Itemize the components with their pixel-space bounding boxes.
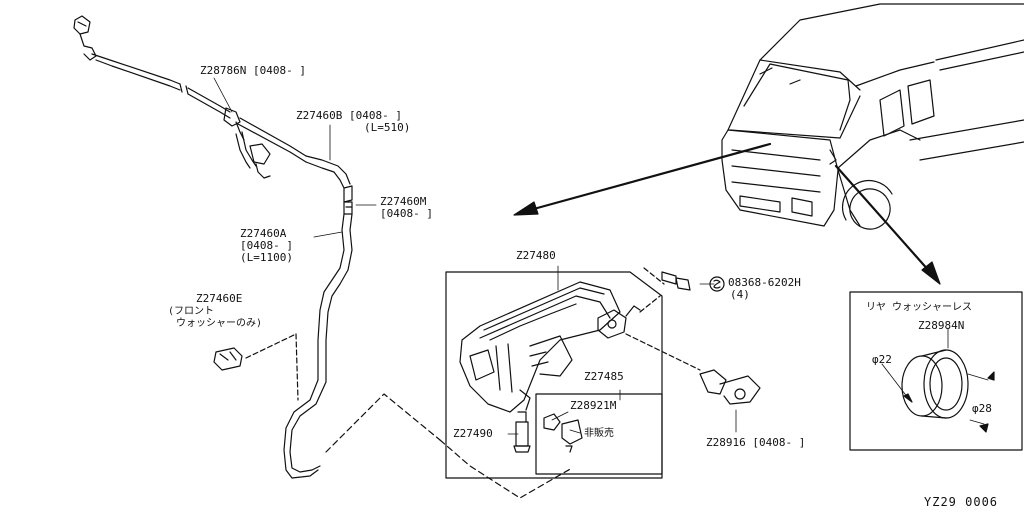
label-not-sold: 非販売 — [584, 428, 614, 439]
label-z27460b: Z27460B [0408- ] — [296, 110, 402, 122]
part-number: Z28786N — [200, 64, 247, 77]
label-z27460b-length: (L=510) — [364, 121, 411, 134]
label-08368-qty: (4) — [730, 288, 750, 301]
label-08368: 08368-6202H — [728, 276, 801, 289]
date-range: [0408- ] — [348, 109, 402, 122]
label-z28921m: Z28921M — [570, 399, 617, 412]
label-z27460e-note2: ウォッシャーのみ) — [176, 318, 263, 329]
front-washer-nozzle — [73, 15, 97, 61]
pointer-arrow-right — [834, 164, 941, 285]
standard-part-circle — [709, 276, 725, 292]
reservoir-group-box — [445, 271, 663, 479]
hose-routing-dash-2 — [439, 439, 573, 499]
washer-tank — [459, 281, 621, 413]
label-rear-washerless: リヤ ウォッシャーレス — [866, 302, 973, 313]
label-z28984n: Z28984N — [918, 319, 965, 332]
joint-z27460m — [343, 201, 353, 215]
rear-washerless-box — [849, 291, 1023, 451]
label-z27460e-note1: (フロント — [168, 306, 215, 317]
label-z27460a: Z27460A — [240, 227, 287, 240]
filter-z27490 — [513, 411, 531, 453]
label-z27480: Z27480 — [516, 249, 556, 262]
date-range: [0408- ] — [252, 64, 306, 77]
pump-subgroup-box — [535, 393, 663, 475]
label-z27490: Z27490 — [453, 427, 493, 440]
cap-z28984n — [881, 327, 995, 433]
hose-z27460a — [283, 213, 353, 479]
tank-mount-bracket — [597, 267, 701, 371]
hose-z28786n — [91, 53, 231, 119]
hose-routing-dash — [325, 393, 441, 453]
label-z28916: Z28916 [0408- ] — [706, 437, 805, 449]
part-number: Z27460B — [296, 109, 343, 122]
label-z27460m-date: [0408- ] — [380, 207, 433, 220]
diagram-code: YZ29 0006 — [924, 495, 999, 509]
label-z27460a-date: [0408- ] — [240, 239, 293, 252]
label-dia-22: φ22 — [872, 353, 892, 366]
bolt-08368 — [661, 271, 725, 292]
label-leaders — [213, 77, 737, 435]
van-front-illustration — [721, 3, 1024, 230]
rear-nozzle-z28916 — [699, 369, 761, 405]
valve-z27460e — [213, 333, 299, 401]
label-z27460m: Z27460M — [380, 195, 427, 208]
label-dia-28: φ28 — [972, 402, 992, 415]
part-number: Z28916 — [706, 436, 746, 449]
hose-z27460b — [305, 155, 353, 203]
pointer-arrow-left — [513, 142, 772, 216]
label-z27485: Z27485 — [584, 370, 624, 383]
date-range: [0408- ] — [752, 436, 806, 449]
label-z27460a-length: (L=1100) — [240, 251, 293, 264]
pump-z28921m — [543, 413, 583, 453]
check-valve-joint — [223, 107, 307, 179]
label-z28786n: Z28786N [0408- ] — [200, 65, 306, 77]
label-z27460e: Z27460E — [196, 292, 243, 305]
